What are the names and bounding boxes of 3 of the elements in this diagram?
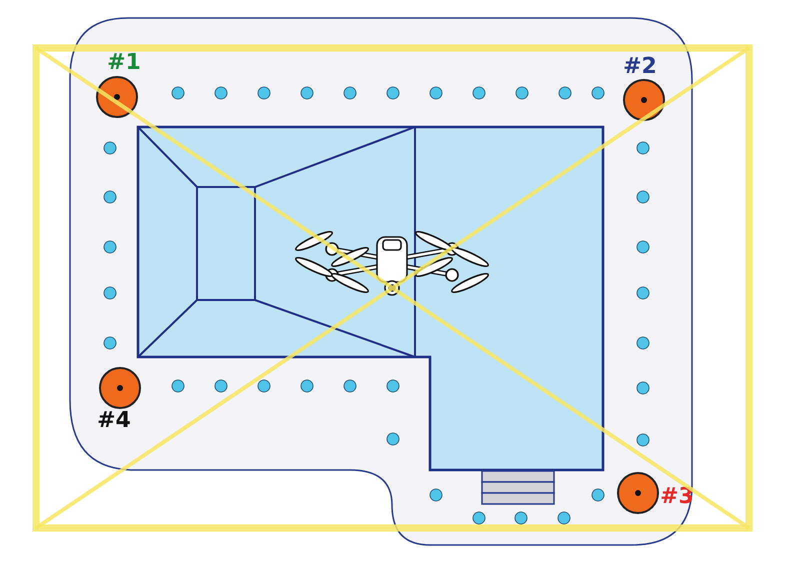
marker-label: #4 <box>97 410 131 432</box>
marker-label: #1 <box>107 52 141 74</box>
marker-label: #2 <box>623 56 657 78</box>
